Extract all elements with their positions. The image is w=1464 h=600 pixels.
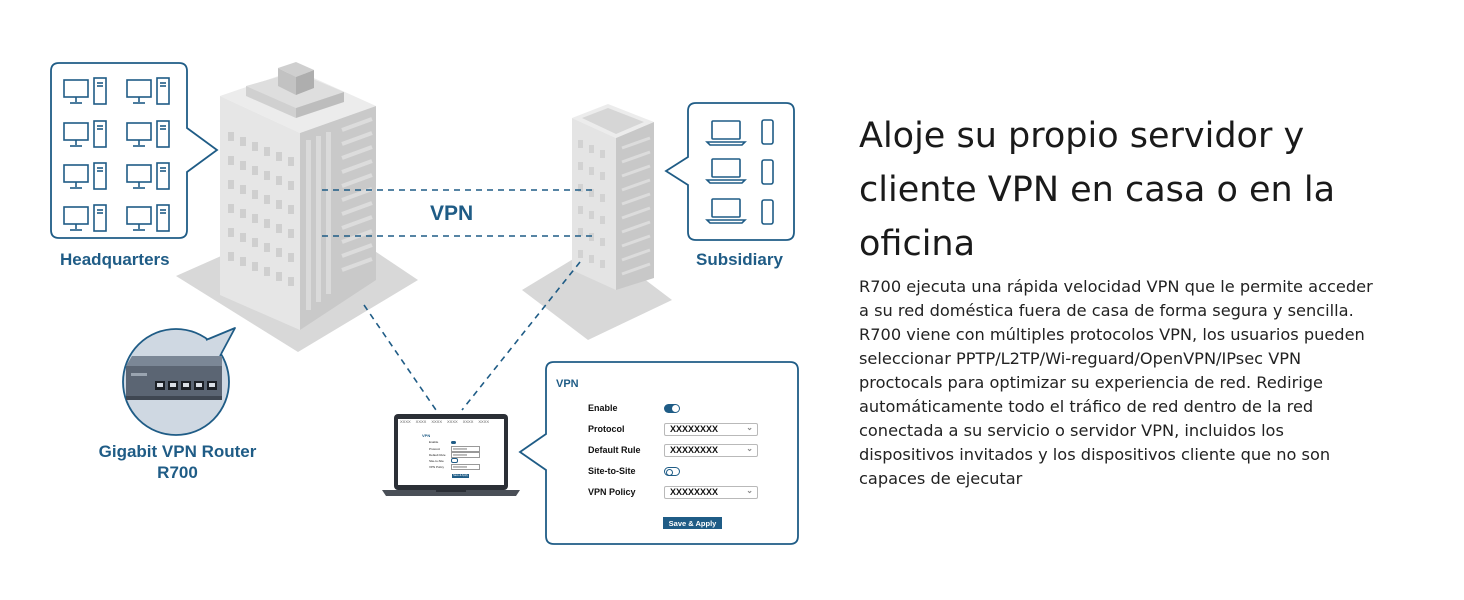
page-title: Aloje su propio servidor y cliente VPN e… [859,116,1336,264]
protocol-label: Protocol [588,424,625,434]
mini-nav-item: XXXX [447,419,458,424]
desktop-icon-group [63,77,170,232]
default-rule-value: XXXXXXXX [670,445,719,455]
default-rule-label: Default Rule [588,445,641,455]
mini-nav: XXXX XXXX XXXX XXXX XXXX XXXX [400,419,489,424]
body-paragraph: R700 ejecuta una rápida velocidad VPN qu… [859,277,1373,488]
vpn-tunnel-label: VPN [430,202,474,225]
desktop-icon [126,204,170,232]
site-to-site-toggle[interactable] [664,466,680,476]
default-rule-select[interactable]: XXXXXXXX ⌄ [664,443,758,457]
headquarters-building [220,62,376,330]
vpn-policy-label: VPN Policy [588,487,636,497]
vpn-policy-select[interactable]: XXXXXXXX ⌄ [664,485,758,499]
mini-row-label: Enable [429,440,439,444]
laptop-screen: XXXX XXXX XXXX XXXX XXXX XXXX VPN Enable… [398,419,504,485]
mini-select: XXXXXXX [451,452,480,458]
desktop-icon [63,162,107,190]
protocol-select[interactable]: XXXXXXXX ⌄ [664,422,758,436]
laptop-icon [705,198,747,224]
mini-nav-item: XXXX [400,419,411,424]
phone-icon [761,199,774,225]
desktop-icon [63,77,107,105]
desktop-icon [126,162,170,190]
vpn-policy-value: XXXXXXXX [670,487,719,497]
phone-icon [761,119,774,145]
vpn-policy-row: VPN Policy XXXXXXXX ⌄ [588,484,758,500]
mini-row-label: Site-to-Site [429,458,444,463]
subsidiary-label: Subsidiary [696,250,783,269]
mini-nav-item: XXXX [431,419,443,424]
mini-row: VPN Policy XXXXXXX [429,464,480,470]
network-diagram [50,62,799,545]
mini-row: Site-to-Site [429,458,458,463]
sub-ground-shadow [522,244,672,340]
protocol-value: XXXXXXXX [670,424,719,434]
mini-select: XXXXXXX [451,446,480,452]
desktop-icon [63,204,107,232]
desktop-icon [126,120,170,148]
mini-nav-item: XXXX [462,419,474,424]
subsidiary-devices [705,119,774,225]
mini-nav-item: XXXX [415,419,427,424]
vpn-panel-callout [518,361,799,545]
enable-row: Enable [588,400,680,416]
laptop-icon [705,120,747,146]
laptop-links [363,261,581,411]
router-label-name: Gigabit VPN Router [98,442,257,461]
subsidiary-building [572,104,654,290]
router-label-model: R700 [157,463,198,482]
mini-row-label: Default Rule [429,453,446,457]
panel-title: VPN [556,378,579,390]
enable-toggle[interactable] [664,403,680,413]
site-to-site-row: Site-to-Site [588,463,680,479]
mini-select: XXXXXXX [451,464,480,470]
save-apply-button[interactable]: Save & Apply [663,517,722,529]
vpn-settings-panel: VPN Enable Protocol XXXXXXXX ⌄ Default Ru… [546,362,798,544]
mini-row: Protocol XXXXXXX [429,446,480,452]
headquarters-callout [50,62,219,239]
mini-title: VPN [422,433,431,438]
mini-row: Default Rule XXXXXXX [429,452,480,458]
mini-row: Enable [429,440,456,444]
default-rule-row: Default Rule XXXXXXXX ⌄ [588,442,758,458]
mini-toggle [451,458,458,463]
mini-nav-item: XXXX [478,419,490,424]
phone-icon [761,159,774,185]
router-label: Gigabit VPN Router R700 [80,441,275,483]
protocol-row: Protocol XXXXXXXX ⌄ [588,421,758,437]
enable-label: Enable [588,403,618,413]
vpn-tunnel [322,189,596,237]
headquarters-label: Headquarters [60,250,170,269]
chevron-down-icon: ⌄ [746,422,753,432]
chevron-down-icon: ⌄ [746,485,753,495]
mini-row-label: Protocol [429,447,441,451]
router-icon [126,356,222,400]
mini-save-button: Save & Apply [452,474,469,478]
site-to-site-label: Site-to-Site [588,466,636,476]
desktop-icon [63,120,107,148]
mini-row-label: VPN Policy [429,465,445,469]
mini-toggle [451,440,456,444]
desktop-icon [126,77,170,105]
chevron-down-icon: ⌄ [746,443,753,453]
laptop-icon [705,158,747,184]
